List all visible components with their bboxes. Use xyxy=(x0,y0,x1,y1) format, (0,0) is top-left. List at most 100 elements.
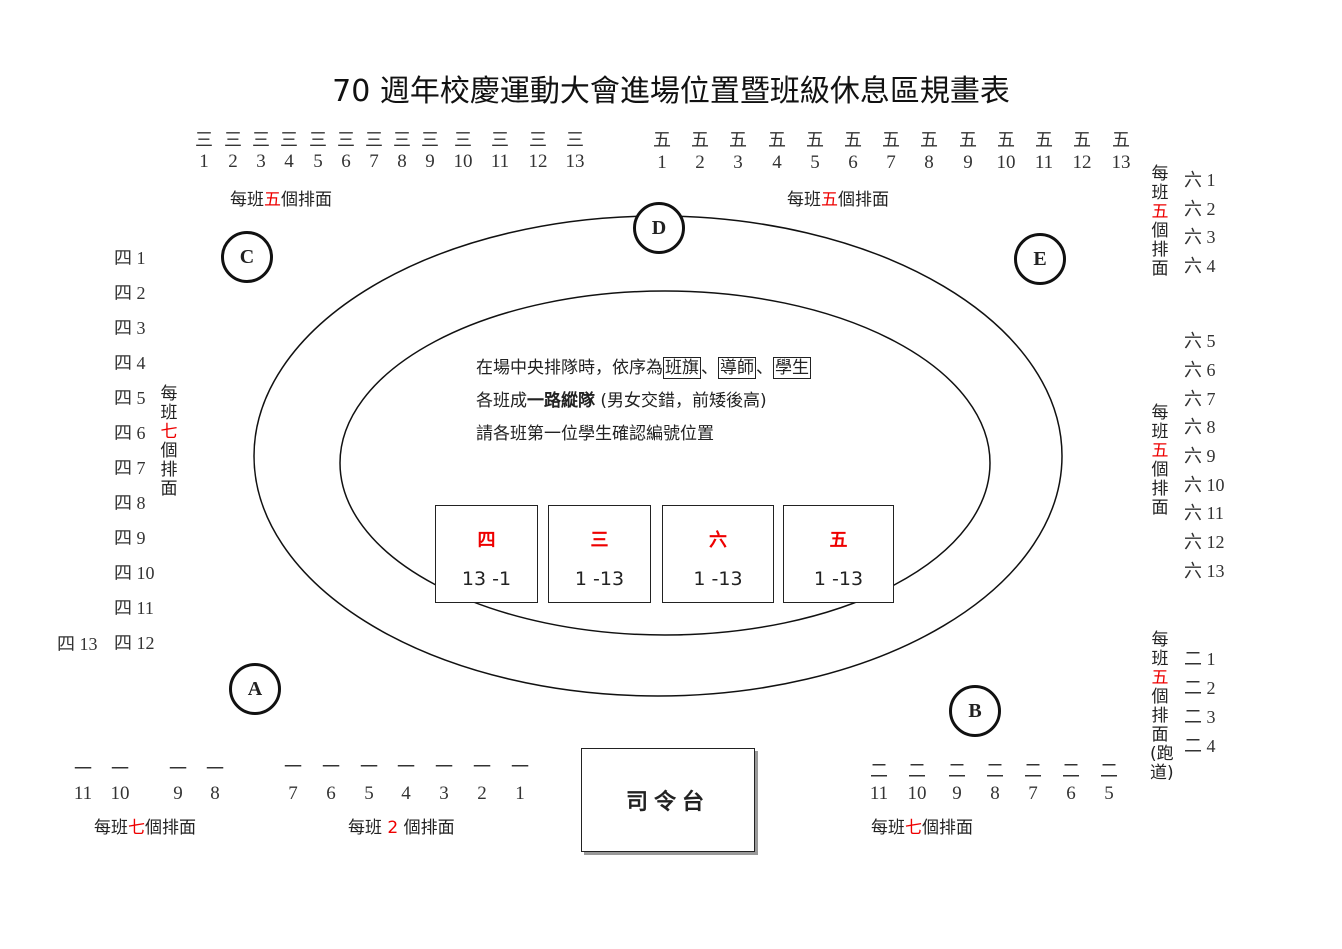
grade3-class-number: 9 xyxy=(425,151,435,172)
grade5-char: 五 xyxy=(959,130,977,151)
student-box: 學生 xyxy=(773,357,811,379)
stage-box: 司令台 xyxy=(581,748,755,852)
grade5-class-number: 4 xyxy=(772,152,782,173)
lineup-grade: 六 xyxy=(709,530,727,551)
grade1-class-number: 9 xyxy=(173,783,183,804)
grade3-char: 三 xyxy=(309,130,327,151)
instruction-text: (男女交錯，前矮後高) xyxy=(595,391,767,411)
grade2-char: 二 xyxy=(986,761,1004,782)
row-count: 五 xyxy=(264,190,281,210)
grade6-class: 六 9 xyxy=(1184,446,1216,466)
teacher-box: 導師 xyxy=(718,357,756,379)
grade1-class-number: 4 xyxy=(401,783,411,804)
label-text: 每班 xyxy=(160,384,178,423)
grade3-class-number: 10 xyxy=(453,151,473,172)
grade1-class-number: 1 xyxy=(515,783,525,804)
grade1-class-number: 2 xyxy=(477,783,487,804)
grade1-row-label-b: 每班 2 個排面 xyxy=(348,813,455,838)
grade3-class-number: 4 xyxy=(284,151,294,172)
separator: 、 xyxy=(701,358,718,378)
grade2-char: 二 xyxy=(870,761,888,782)
grade2-class-number: 10 xyxy=(907,783,927,804)
grade2-side-class: 二 4 xyxy=(1184,736,1216,756)
grade5-char: 五 xyxy=(882,130,900,151)
grade1-char: 一 xyxy=(169,759,187,780)
grade3-class-number: 2 xyxy=(228,151,238,172)
grade3-class-number: 3 xyxy=(256,151,266,172)
grade5-class-number: 3 xyxy=(733,152,743,173)
instruction-bold: 一路縱隊 xyxy=(527,391,595,411)
grade1-class-number: 6 xyxy=(326,783,336,804)
grade5-class-number: 13 xyxy=(1111,152,1131,173)
grade2-row-label: 每班七個排面 xyxy=(871,813,973,838)
grade3-class-number: 8 xyxy=(397,151,407,172)
grade5-char: 五 xyxy=(1112,130,1130,151)
grade4-class: 四 8 xyxy=(114,493,146,513)
zone-marker-d: D xyxy=(633,202,685,254)
grade5-class-number: 11 xyxy=(1034,152,1054,173)
label-text: 個排面(跑道) xyxy=(1150,687,1174,783)
grade6-class: 六 2 xyxy=(1184,199,1216,219)
grade1-char: 一 xyxy=(111,759,129,780)
label-text: 個排面 xyxy=(281,190,332,210)
grade2-side-class: 二 3 xyxy=(1184,707,1216,727)
label-text: 每班 xyxy=(1151,403,1169,442)
grade4-class: 四 2 xyxy=(114,283,146,303)
grade6-class: 六 10 xyxy=(1184,475,1225,495)
grade3-char: 三 xyxy=(252,130,270,151)
grade5-row-label: 每班五個排面 xyxy=(787,185,889,210)
grade5-class-number: 1 xyxy=(657,152,667,173)
row-count: 五 xyxy=(1151,441,1169,461)
instruction-line-2: 各班成一路縱隊 (男女交錯，前矮後高) xyxy=(476,385,811,418)
grade5-char: 五 xyxy=(844,130,862,151)
instruction-text: 在場中央排隊時，依序為 xyxy=(476,358,663,378)
instruction-line-3: 請各班第一位學生確認編號位置 xyxy=(476,424,714,444)
grade2-class-number: 6 xyxy=(1066,783,1076,804)
lineup-range: 1 -13 xyxy=(574,568,625,590)
grade5-char: 五 xyxy=(806,130,824,151)
grade3-class-number: 1 xyxy=(199,151,209,172)
label-text: 每班 xyxy=(348,818,382,838)
grade3-class-number: 6 xyxy=(341,151,351,172)
grade3-class-number: 13 xyxy=(565,151,585,172)
grade5-class-number: 6 xyxy=(848,152,858,173)
label-text: 個排面 xyxy=(145,818,196,838)
instruction-line-1: 在場中央排隊時，依序為班旗、導師、學生 xyxy=(476,352,811,385)
label-text: 個排面 xyxy=(1151,221,1169,279)
grade4-class: 四 9 xyxy=(114,528,146,548)
grade3-char: 三 xyxy=(337,130,355,151)
grade6-row-label-b: 每班五個排面 xyxy=(1150,404,1170,518)
row-count: 2 xyxy=(382,818,404,838)
grade2-class-number: 7 xyxy=(1028,783,1038,804)
grade2-char: 二 xyxy=(1100,761,1118,782)
label-text: 每班 xyxy=(230,190,264,210)
lineup-range: 1 -13 xyxy=(693,568,743,590)
grade1-class-number: 7 xyxy=(288,783,298,804)
grade6-class: 六 12 xyxy=(1184,532,1225,552)
label-text: 每班 xyxy=(1151,630,1169,669)
row-count: 七 xyxy=(128,818,145,838)
row-count: 五 xyxy=(1151,668,1169,688)
grade4-class: 四 12 xyxy=(114,633,155,653)
zone-marker-c: C xyxy=(221,231,273,283)
grade1-char: 一 xyxy=(322,757,340,778)
grade4-class: 四 4 xyxy=(114,353,146,373)
lineup-grade: 五 xyxy=(829,530,848,551)
grade3-class-number: 5 xyxy=(313,151,323,172)
grade1-class-number: 3 xyxy=(439,783,449,804)
grade3-class-number: 12 xyxy=(528,151,548,172)
grade1-class-number: 10 xyxy=(110,783,130,804)
lineup-grade: 四 xyxy=(477,530,496,551)
grade3-char: 三 xyxy=(393,130,411,151)
label-text: 每班 xyxy=(787,190,821,210)
grade6-class: 六 7 xyxy=(1184,389,1216,409)
grade5-char: 五 xyxy=(1035,130,1053,151)
grade2-char: 二 xyxy=(1062,761,1080,782)
grade4-class: 四 5 xyxy=(114,388,146,408)
grade2-class-number: 5 xyxy=(1104,783,1114,804)
grade4-class: 四 3 xyxy=(114,318,146,338)
grade5-class-number: 8 xyxy=(924,152,934,173)
